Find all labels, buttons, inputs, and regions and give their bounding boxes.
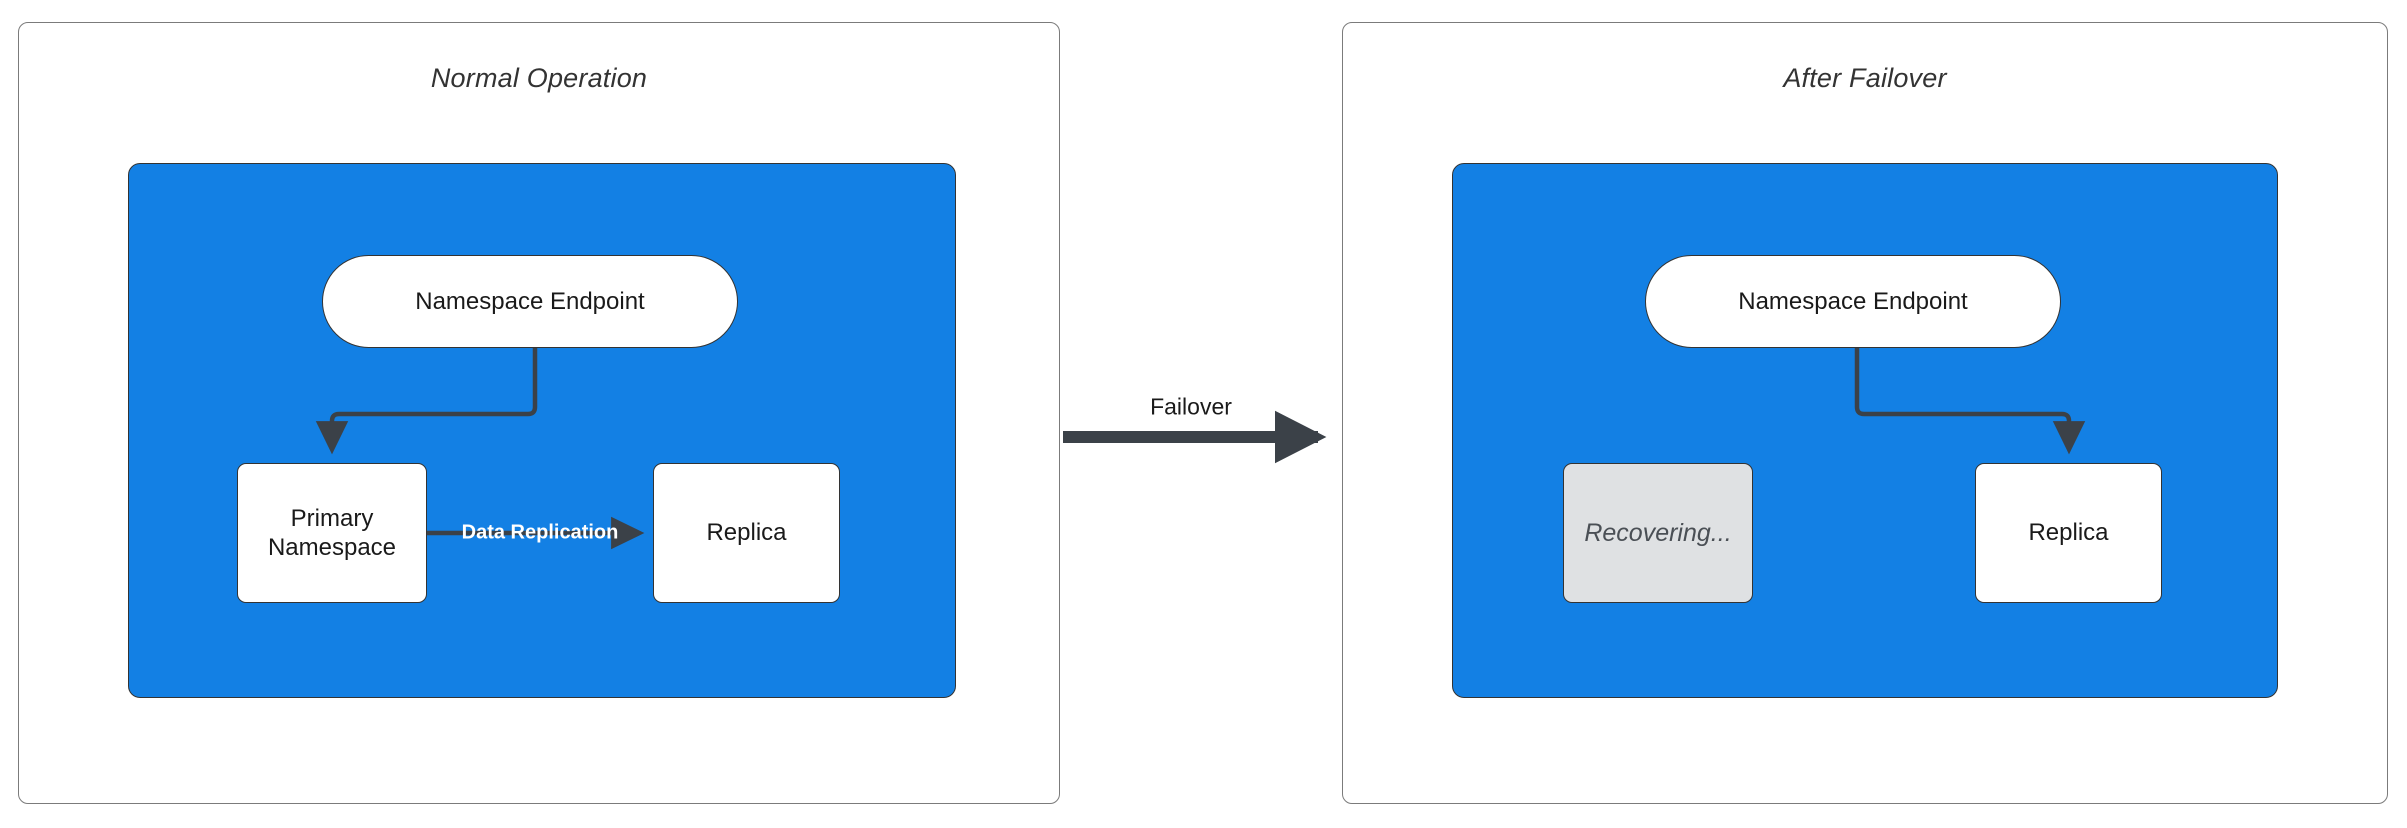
node-label-primary-namespace: Primary Namespace	[268, 504, 396, 563]
node-label-replica-left: Replica	[706, 519, 787, 547]
node-primary-namespace[interactable]: Primary Namespace	[237, 463, 427, 603]
node-namespace-endpoint-right[interactable]: Namespace Endpoint	[1645, 255, 2061, 348]
cluster-after-failover	[1452, 163, 2278, 698]
node-label-namespace-endpoint-left: Namespace Endpoint	[415, 287, 645, 315]
node-label-namespace-endpoint-right: Namespace Endpoint	[1738, 287, 1968, 315]
node-label-recovering: Recovering...	[1584, 518, 1732, 547]
cluster-normal-operation	[128, 163, 956, 698]
panel-title-normal-operation: Normal Operation	[430, 63, 648, 93]
edge-label-failover: Failover	[1150, 394, 1232, 421]
panel-title-after-failover: After Failover	[1783, 63, 1947, 93]
edge-label-data-replication: Data Replication	[462, 522, 619, 545]
node-label-replica-right: Replica	[2028, 519, 2109, 547]
node-namespace-endpoint-left[interactable]: Namespace Endpoint	[322, 255, 738, 348]
node-replica-right[interactable]: Replica	[1975, 463, 2162, 603]
data-replication-text: Data Replication	[461, 521, 619, 544]
node-replica-left[interactable]: Replica	[653, 463, 840, 603]
primary-namespace-line-1: Primary	[290, 504, 374, 532]
node-recovering[interactable]: Recovering...	[1563, 463, 1753, 603]
primary-namespace-line-2: Namespace	[267, 534, 397, 561]
failover-text: Failover	[1150, 393, 1232, 420]
